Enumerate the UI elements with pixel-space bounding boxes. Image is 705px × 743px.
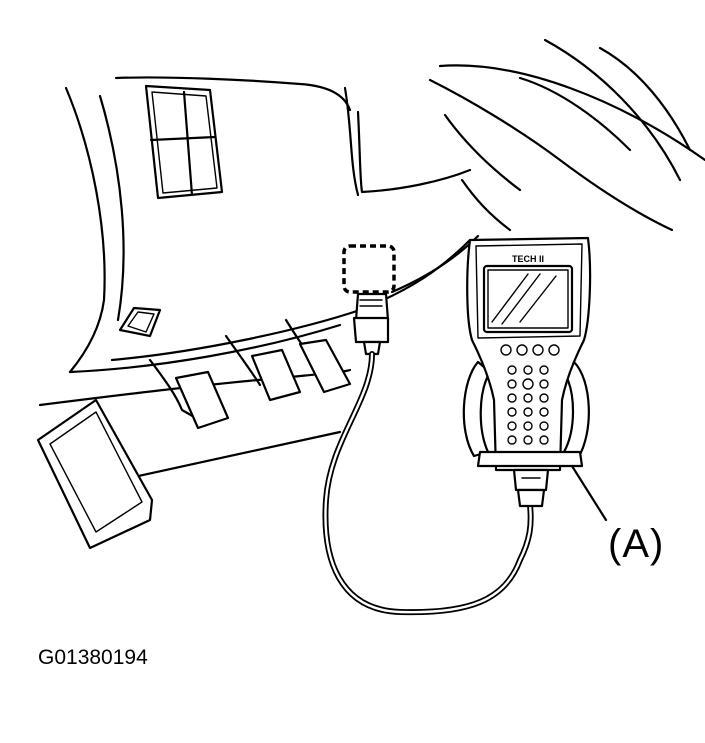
device-brand-label: TECH II [512, 254, 544, 264]
figure-id: G01380194 [38, 646, 148, 669]
scan-tool: TECH II [462, 236, 592, 508]
steering-wheel [428, 38, 705, 232]
keypad [507, 365, 549, 461]
dlc-location-marker [342, 244, 396, 294]
cable [322, 351, 534, 616]
callout-label-a: (A) [608, 522, 665, 566]
floor-and-pedals [36, 318, 352, 550]
dashboard-panel [64, 76, 480, 374]
dlc-connector [342, 244, 396, 356]
device-screen [482, 264, 574, 334]
callout-leader-line [570, 464, 608, 522]
function-keys [500, 344, 560, 356]
